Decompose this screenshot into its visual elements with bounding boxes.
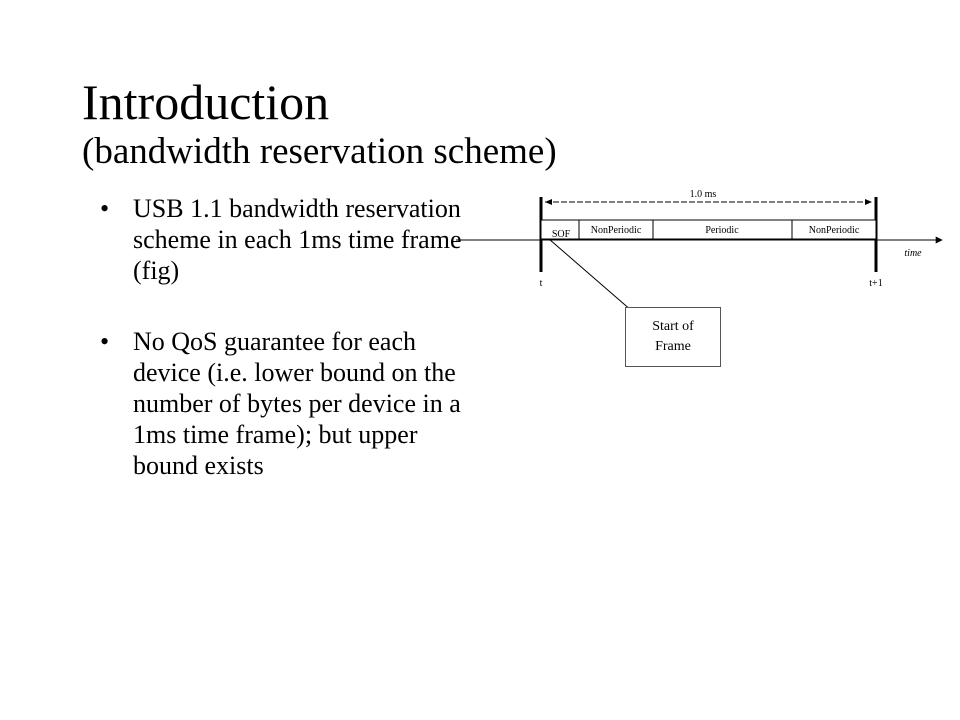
- bullet-text: No QoS guarantee for each device (i.e. l…: [133, 327, 461, 480]
- slide-title: Introduction: [82, 74, 330, 130]
- time-axis-label: time: [904, 248, 922, 259]
- start-of-frame-callout: Start of Frame: [625, 307, 721, 367]
- segment-nonperiodic-label: NonPeriodic: [809, 225, 860, 236]
- bullet-item: • USB 1.1 bandwidth reservation scheme i…: [100, 193, 480, 286]
- callout-leader-line: [548, 238, 633, 312]
- tick-start-label: t: [540, 278, 543, 289]
- duration-label: 1.0 ms: [690, 189, 717, 200]
- bullet-marker: •: [100, 327, 110, 356]
- segment-periodic-label: Periodic: [705, 225, 739, 236]
- bullet-marker: •: [100, 194, 110, 223]
- segment-sof-label: SOF: [552, 229, 571, 240]
- callout-text-line2: Frame: [655, 339, 691, 354]
- bullet-item: • No QoS guarantee for each device (i.e.…: [100, 326, 480, 481]
- duration-arrow-left: [545, 199, 552, 205]
- slide-title-block: Introduction (bandwidth reservation sche…: [82, 74, 557, 174]
- bullet-list: • USB 1.1 bandwidth reservation scheme i…: [100, 193, 480, 521]
- segment-nonperiodic-label: NonPeriodic: [591, 225, 642, 236]
- duration-arrow-right: [865, 199, 872, 205]
- callout-text-line1: Start of: [652, 319, 694, 334]
- tick-end-label: t+1: [869, 278, 882, 289]
- bullet-text: USB 1.1 bandwidth reservation scheme in …: [133, 194, 462, 285]
- slide-subtitle: (bandwidth reservation scheme): [82, 131, 557, 172]
